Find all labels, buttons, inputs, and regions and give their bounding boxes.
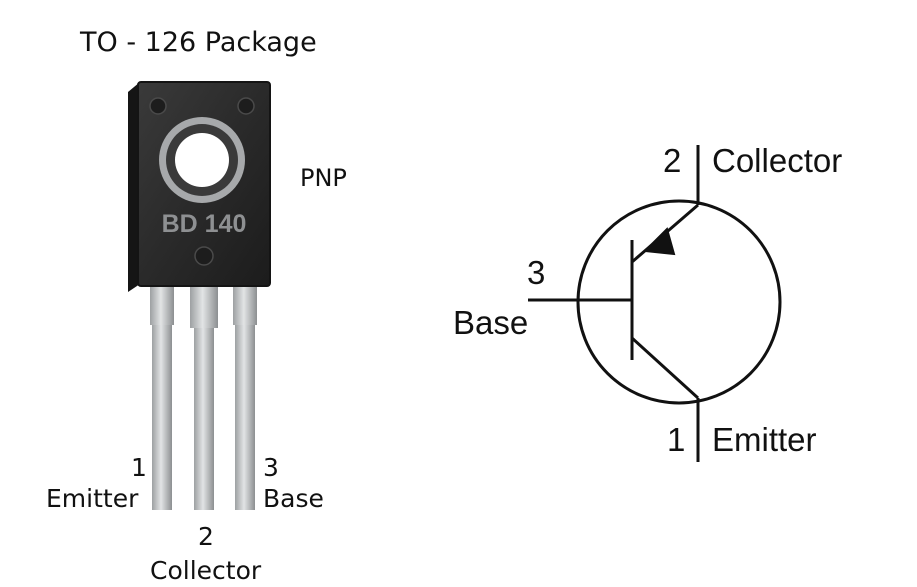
lead-collector-neck: [190, 280, 218, 328]
pnp-transistor-symbol: [528, 145, 782, 462]
transistor-type-label: PNP: [300, 164, 347, 192]
lead-emitter-neck: [150, 280, 174, 325]
corner-dot-right: [237, 97, 255, 115]
pin-collector-name: Collector: [150, 556, 262, 585]
symbol-envelope: [576, 199, 782, 405]
lead-base: [235, 280, 255, 510]
pin-base-number: 3: [263, 453, 279, 482]
mount-hole: [175, 133, 229, 187]
lead-emitter: [152, 280, 172, 510]
pin-base-name: Base: [263, 484, 324, 513]
package-title: TO - 126 Package: [80, 27, 317, 58]
pin-emitter-number: 1: [131, 453, 147, 482]
symbol-collector-name: Collector: [712, 142, 843, 179]
lead-collector: [194, 280, 214, 510]
bottom-dot: [194, 246, 214, 266]
symbol-base-name: Base: [453, 304, 529, 341]
pin-collector-number: 2: [198, 522, 214, 551]
symbol-emitter-name: Emitter: [712, 421, 817, 458]
collector-to-bar-line: [630, 336, 700, 400]
symbol-base-number: 3: [527, 254, 546, 291]
symbol-collector-number: 2: [663, 142, 682, 179]
emitter-arrow: [642, 227, 676, 256]
corner-dot-left: [149, 97, 167, 115]
symbol-emitter-number: 1: [667, 421, 686, 458]
pin-emitter-name: Emitter: [46, 484, 139, 513]
transistor-body: BD 140: [128, 81, 271, 292]
transistor-leads: [150, 280, 257, 510]
lead-base-neck: [233, 280, 257, 325]
part-number-marking: BD 140: [162, 210, 247, 238]
